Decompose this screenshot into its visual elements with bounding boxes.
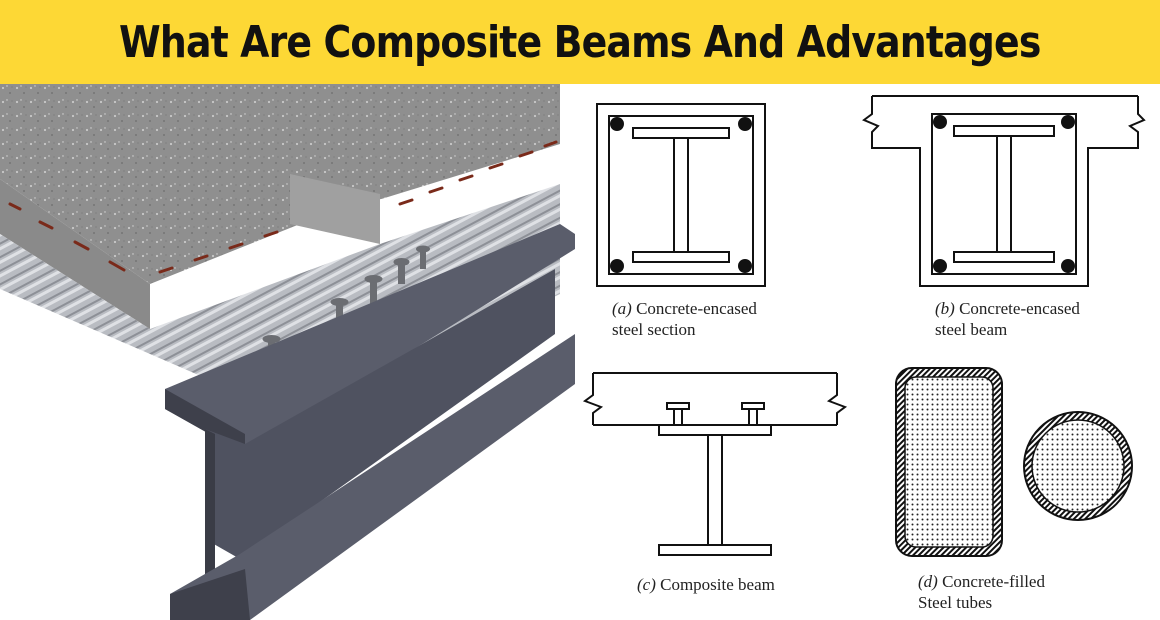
diagram-d-filled-tubes bbox=[895, 367, 1133, 557]
caption-b: (b) Concrete-encased steel beam bbox=[935, 299, 1080, 339]
steel-beam-top-flange bbox=[165, 224, 575, 454]
composite-deck-illustration bbox=[0, 84, 575, 620]
steel-beam-bottom-flange-face bbox=[170, 569, 250, 620]
steel-beam-web bbox=[205, 269, 555, 559]
caption-c: (c) Composite beam bbox=[637, 575, 775, 594]
diagram-b-encased-beam bbox=[862, 95, 1146, 287]
caption-d: (d) Concrete-filled Steel tubes bbox=[918, 572, 1045, 612]
i-section-b bbox=[953, 125, 1055, 263]
concrete-slab-top bbox=[0, 84, 560, 284]
page-title: What Are Composite Beams And Advantages bbox=[119, 16, 1041, 68]
i-section-a bbox=[632, 127, 730, 263]
steel-beam-bottom-flange bbox=[170, 334, 575, 620]
concrete-slab-edge-2 bbox=[290, 174, 380, 244]
title-banner: What Are Composite Beams And Advantages bbox=[0, 0, 1160, 84]
shear-studs bbox=[262, 245, 430, 364]
diagram-c-composite-beam bbox=[582, 372, 848, 556]
concrete-slab-edge bbox=[0, 179, 150, 329]
rebars bbox=[8, 140, 558, 274]
diagram-a-encased-section bbox=[596, 103, 766, 287]
caption-a: (a) Concrete-encased steel section bbox=[612, 299, 757, 339]
